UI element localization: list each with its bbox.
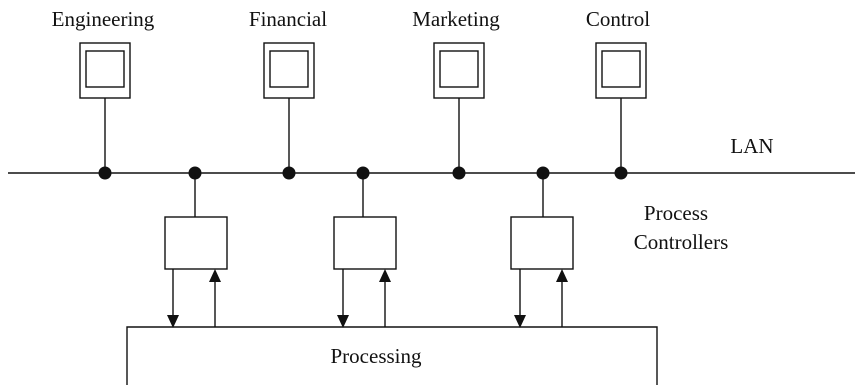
controllers-label-line2: Controllers bbox=[634, 230, 729, 254]
processing-block bbox=[126, 326, 658, 385]
workstation-label-marketing: Marketing bbox=[412, 7, 500, 31]
lan-node-financial bbox=[282, 166, 296, 180]
lan-node-marketing bbox=[452, 166, 466, 180]
controller-2-up-arrow bbox=[379, 269, 391, 327]
workstation-label-financial: Financial bbox=[249, 7, 327, 31]
process-controller-3 bbox=[510, 216, 574, 270]
process-controller-1 bbox=[164, 216, 228, 270]
workstation-label-engineering: Engineering bbox=[52, 7, 155, 31]
controller-1-up-arrow bbox=[209, 269, 221, 327]
workstation-monitor-marketing bbox=[433, 42, 485, 99]
workstation-monitor-engineering bbox=[79, 42, 131, 99]
controller-1-down-arrow bbox=[167, 269, 179, 328]
workstation-monitor-control bbox=[595, 42, 647, 99]
workstation-monitor-financial bbox=[263, 42, 315, 99]
lan-label: LAN bbox=[730, 134, 773, 158]
process-controller-2 bbox=[333, 216, 397, 270]
controller-3-down-arrow bbox=[514, 269, 526, 328]
controller-2-down-arrow bbox=[337, 269, 349, 328]
processing-label: Processing bbox=[331, 344, 422, 368]
workstation-label-control: Control bbox=[586, 7, 650, 31]
controllers-label-line1: Process bbox=[644, 201, 708, 225]
lan-node-engineering bbox=[98, 166, 112, 180]
controller-3-up-arrow bbox=[556, 269, 568, 327]
lan-node-control bbox=[614, 166, 628, 180]
